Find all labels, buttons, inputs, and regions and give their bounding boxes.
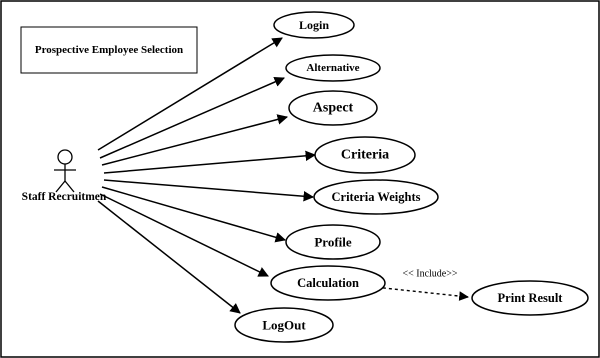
stick-figure-actor-icon: [54, 149, 76, 193]
association-aspect: [101, 114, 289, 166]
use-case-label: Criteria Weights: [332, 190, 421, 204]
use-case-label: Alternative: [306, 62, 359, 74]
association-criteria: [103, 150, 317, 174]
use-case-print-result[interactable]: Print Result: [471, 280, 589, 316]
association-profile: [101, 186, 287, 243]
system-title-box: [20, 26, 198, 74]
use-case-alternative[interactable]: Alternative: [285, 54, 381, 82]
association-criteria-weights: [103, 179, 315, 202]
system-title: Prospective Employee Selection: [35, 44, 183, 56]
use-case-login[interactable]: Login: [273, 11, 355, 39]
association-logout: [97, 200, 241, 314]
use-case-label: LogOut: [262, 318, 306, 333]
use-case-profile[interactable]: Profile: [285, 224, 381, 260]
actor: Staff Recruitmen: [22, 149, 107, 203]
use-case-label: Calculation: [297, 276, 359, 290]
use-case-label: Profile: [314, 235, 352, 250]
associations: [97, 37, 317, 314]
use-case-calculation[interactable]: Calculation: [270, 265, 386, 301]
use-case-label: Aspect: [313, 101, 354, 116]
use-case-criteria-weights[interactable]: Criteria Weights: [313, 179, 439, 215]
association-calculation: [99, 193, 269, 277]
include-relation-line: [364, 285, 469, 301]
use-case-aspect[interactable]: Aspect: [288, 90, 378, 126]
association-alternative: [99, 76, 285, 159]
use-case-criteria[interactable]: Criteria: [314, 136, 416, 174]
actor-name: Staff Recruitmen: [22, 191, 107, 203]
use-case-label: Login: [299, 18, 329, 32]
include-label: << Include>>: [402, 269, 457, 280]
use-case-label: Print Result: [498, 291, 564, 305]
use-case-logout[interactable]: LogOut: [234, 307, 334, 343]
use-case-label: Criteria: [341, 148, 389, 163]
association-login: [97, 37, 283, 151]
